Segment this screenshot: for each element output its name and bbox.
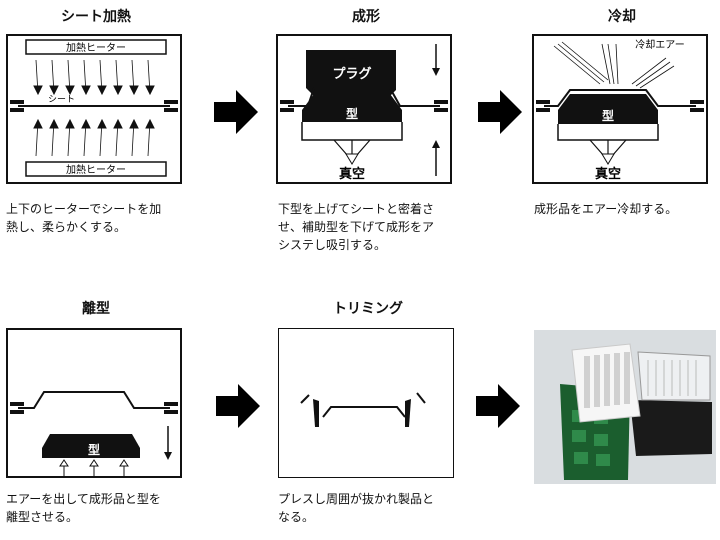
mold-label: 型 [346,106,358,121]
plug-label: プラグ [332,66,371,82]
step-title-heating: シート加熱 [61,9,131,25]
diagram-heating: 加熱ヒーター 加熱ヒーター シート [6,34,182,184]
step-caption-forming: 下型を上げてシートと密着さ せ、補助型を下げて成形をア システし吸引する。 [278,202,435,252]
diagram-forming: プラグ 型 真空 [276,34,452,184]
product-photo [534,330,716,484]
heater-top-label: 加熱ヒーター [66,41,126,54]
step-caption-release: エアーを出して成形品と型を 離型させる。 [6,492,161,524]
arrow-down-icon [432,68,440,76]
cooling-air-lines [553,41,675,89]
arrow-right-icon [476,384,520,428]
arrow-down-icon [164,452,172,460]
arrow-right-icon [478,90,522,134]
cooling-air-label: 冷却エアー [635,38,684,51]
step-title-release: 離型 [82,301,110,317]
step-caption-heating: 上下のヒーターでシートを加 熱し、柔らかくする。 [6,202,162,234]
step-title-forming: 成形 [352,9,380,25]
step-caption-cooling: 成形品をエアー冷却する。 [534,202,678,216]
arrow-right-icon [216,384,260,428]
vacuum-label: 真空 [339,166,365,182]
diagram-cooling: 冷却エアー 型 真空 [532,34,708,184]
vacuum-label: 真空 [595,166,621,182]
mold-label: 型 [88,442,100,457]
heat-arrows [33,59,155,157]
air-arrows [59,459,129,476]
arrow-up-icon [432,140,440,148]
sheet-label: シート [48,95,75,105]
diagram-trimming [278,328,454,478]
heater-bottom-label: 加熱ヒーター [66,163,126,176]
step-title-trimming: トリミング [333,301,403,317]
step-caption-trimming: プレスし周囲が抜かれ製品と なる。 [278,492,435,524]
step-title-cooling: 冷却 [608,9,636,25]
diagram-release: 型 [6,328,182,478]
arrow-right-icon [214,90,258,134]
mold-label: 型 [602,108,614,123]
